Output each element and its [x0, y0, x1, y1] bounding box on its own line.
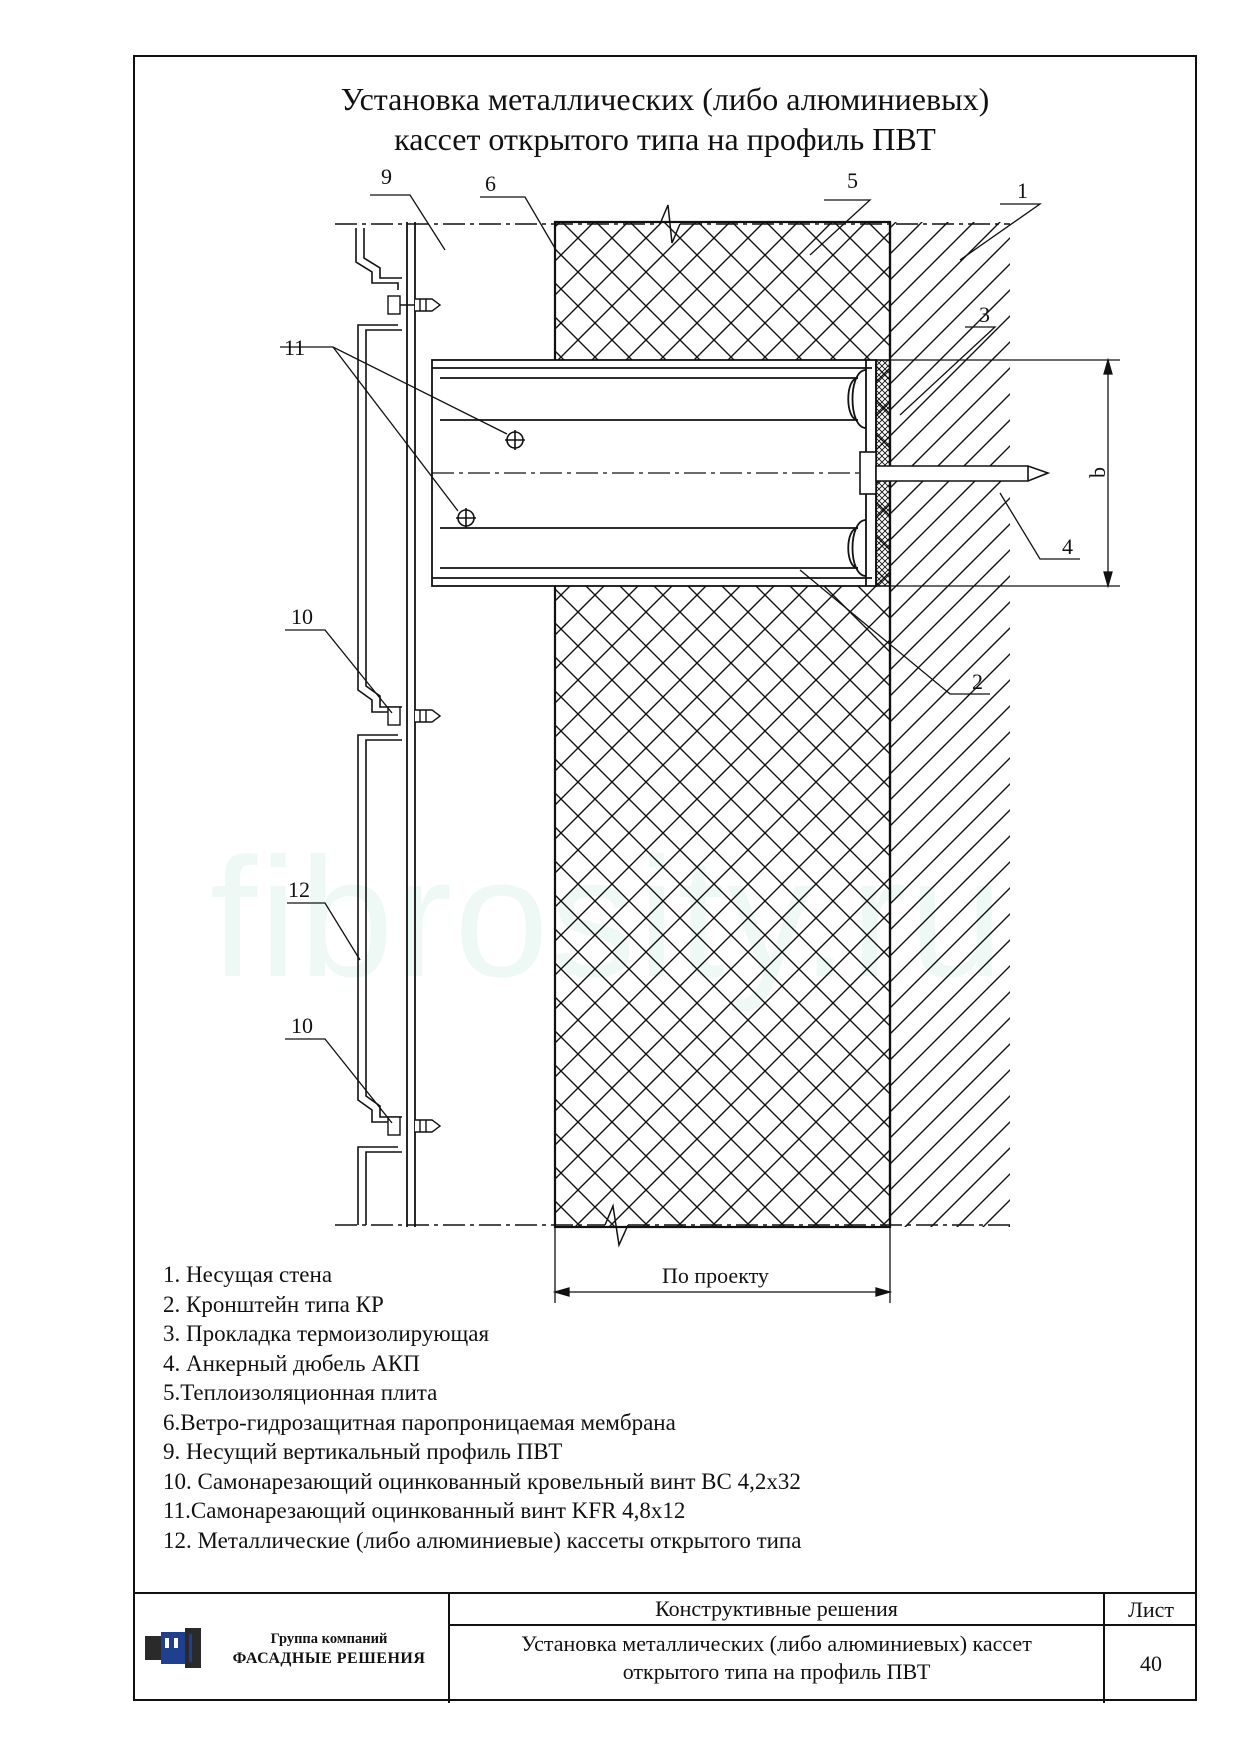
legend-item: 5.Теплоизоляционная плита — [163, 1380, 438, 1405]
company-logo-icon — [145, 1628, 201, 1668]
leader-lines — [280, 194, 1080, 1124]
legend-list: 1. Несущая стена 2. Кронштейн типа КР 3.… — [163, 1260, 801, 1555]
vertical-profile-pvt — [406, 222, 416, 1227]
legend-item: 2. Кронштейн типа КР — [163, 1291, 384, 1317]
callout-6: 6 — [485, 171, 496, 196]
screw-vc-bottom — [387, 1116, 442, 1136]
callout-10-lower: 10 — [291, 1013, 313, 1038]
document-title: Установка металлических (либо алюминиевы… — [450, 1630, 1103, 1686]
callout-12: 12 — [288, 877, 310, 902]
legend-item: 6.Ветро-гидрозащитная паропроницаемая ме… — [163, 1409, 676, 1435]
dimension-width — [552, 1227, 893, 1303]
legend-item: 12. Металлические (либо алюминиевые) кас… — [163, 1527, 802, 1553]
legend-item: 10. Самонарезающий оцинкованный кровельн… — [163, 1468, 801, 1494]
drawing-title: Установка металлических (либо алюминиевы… — [135, 79, 1195, 159]
callout-5: 5 — [847, 168, 858, 193]
dimension-b — [890, 357, 1120, 589]
callout-11: 11 — [284, 335, 305, 360]
sheet-label: Лист — [1105, 1594, 1197, 1626]
screw-kfr — [456, 430, 525, 528]
sheet-number-cell: Лист 40 — [1105, 1594, 1197, 1703]
document-title-line-1: Установка металлических (либо алюминиевы… — [521, 1631, 1032, 1656]
sheet-number: 40 — [1140, 1651, 1162, 1676]
company-name-line-1: Группа компаний — [270, 1631, 388, 1647]
document-title-line-2: открытого типа на профиль ПВТ — [622, 1659, 931, 1684]
callout-2: 2 — [972, 669, 983, 694]
title-block: Группа компаний ФАСАДНЫЕ РЕШЕНИЯ Констру… — [135, 1592, 1197, 1703]
callout-4: 4 — [1062, 534, 1073, 559]
screw-vc-top — [387, 295, 442, 315]
legend-item: 1. Несущая стена — [163, 1262, 333, 1287]
company-cell: Группа компаний ФАСАДНЫЕ РЕШЕНИЯ — [135, 1594, 450, 1703]
legend-item: 4. Анкерный дюбель АКП — [163, 1350, 420, 1376]
callout-3: 3 — [979, 302, 990, 327]
company-name-line-2: ФАСАДНЫЕ РЕШЕНИЯ — [232, 1650, 426, 1667]
bearing-wall — [890, 222, 1010, 1227]
dimension-width-label: По проекту — [662, 1263, 769, 1288]
callout-1: 1 — [1017, 178, 1028, 203]
drawing-title-line-1: Установка металлических (либо алюминиевы… — [340, 81, 990, 117]
screw-vc-middle — [387, 706, 442, 726]
company-name: Группа компаний ФАСАДНЫЕ РЕШЕНИЯ — [215, 1630, 443, 1668]
dimension-b-label: b — [1085, 467, 1110, 478]
cassette-panels — [355, 228, 402, 1225]
document-name-cell: Конструктивные решения Установка металли… — [450, 1594, 1105, 1703]
legend-item: 11.Самонарезающий оцинкованный винт KFR … — [163, 1498, 686, 1523]
legend-item: 9. Несущий вертикальный профиль ПВТ — [163, 1439, 563, 1464]
anchor-dowel — [859, 451, 1051, 495]
drawing-sheet-frame: Установка металлических (либо алюминиевы… — [133, 55, 1197, 1703]
drawing-title-line-2: кассет открытого типа на профиль ПВТ — [394, 121, 936, 157]
callout-9: 9 — [381, 164, 392, 189]
legend-item: 3. Прокладка термоизолирующая — [163, 1321, 490, 1346]
callout-10-upper: 10 — [291, 604, 313, 629]
section-name: Конструктивные решения — [450, 1594, 1103, 1626]
